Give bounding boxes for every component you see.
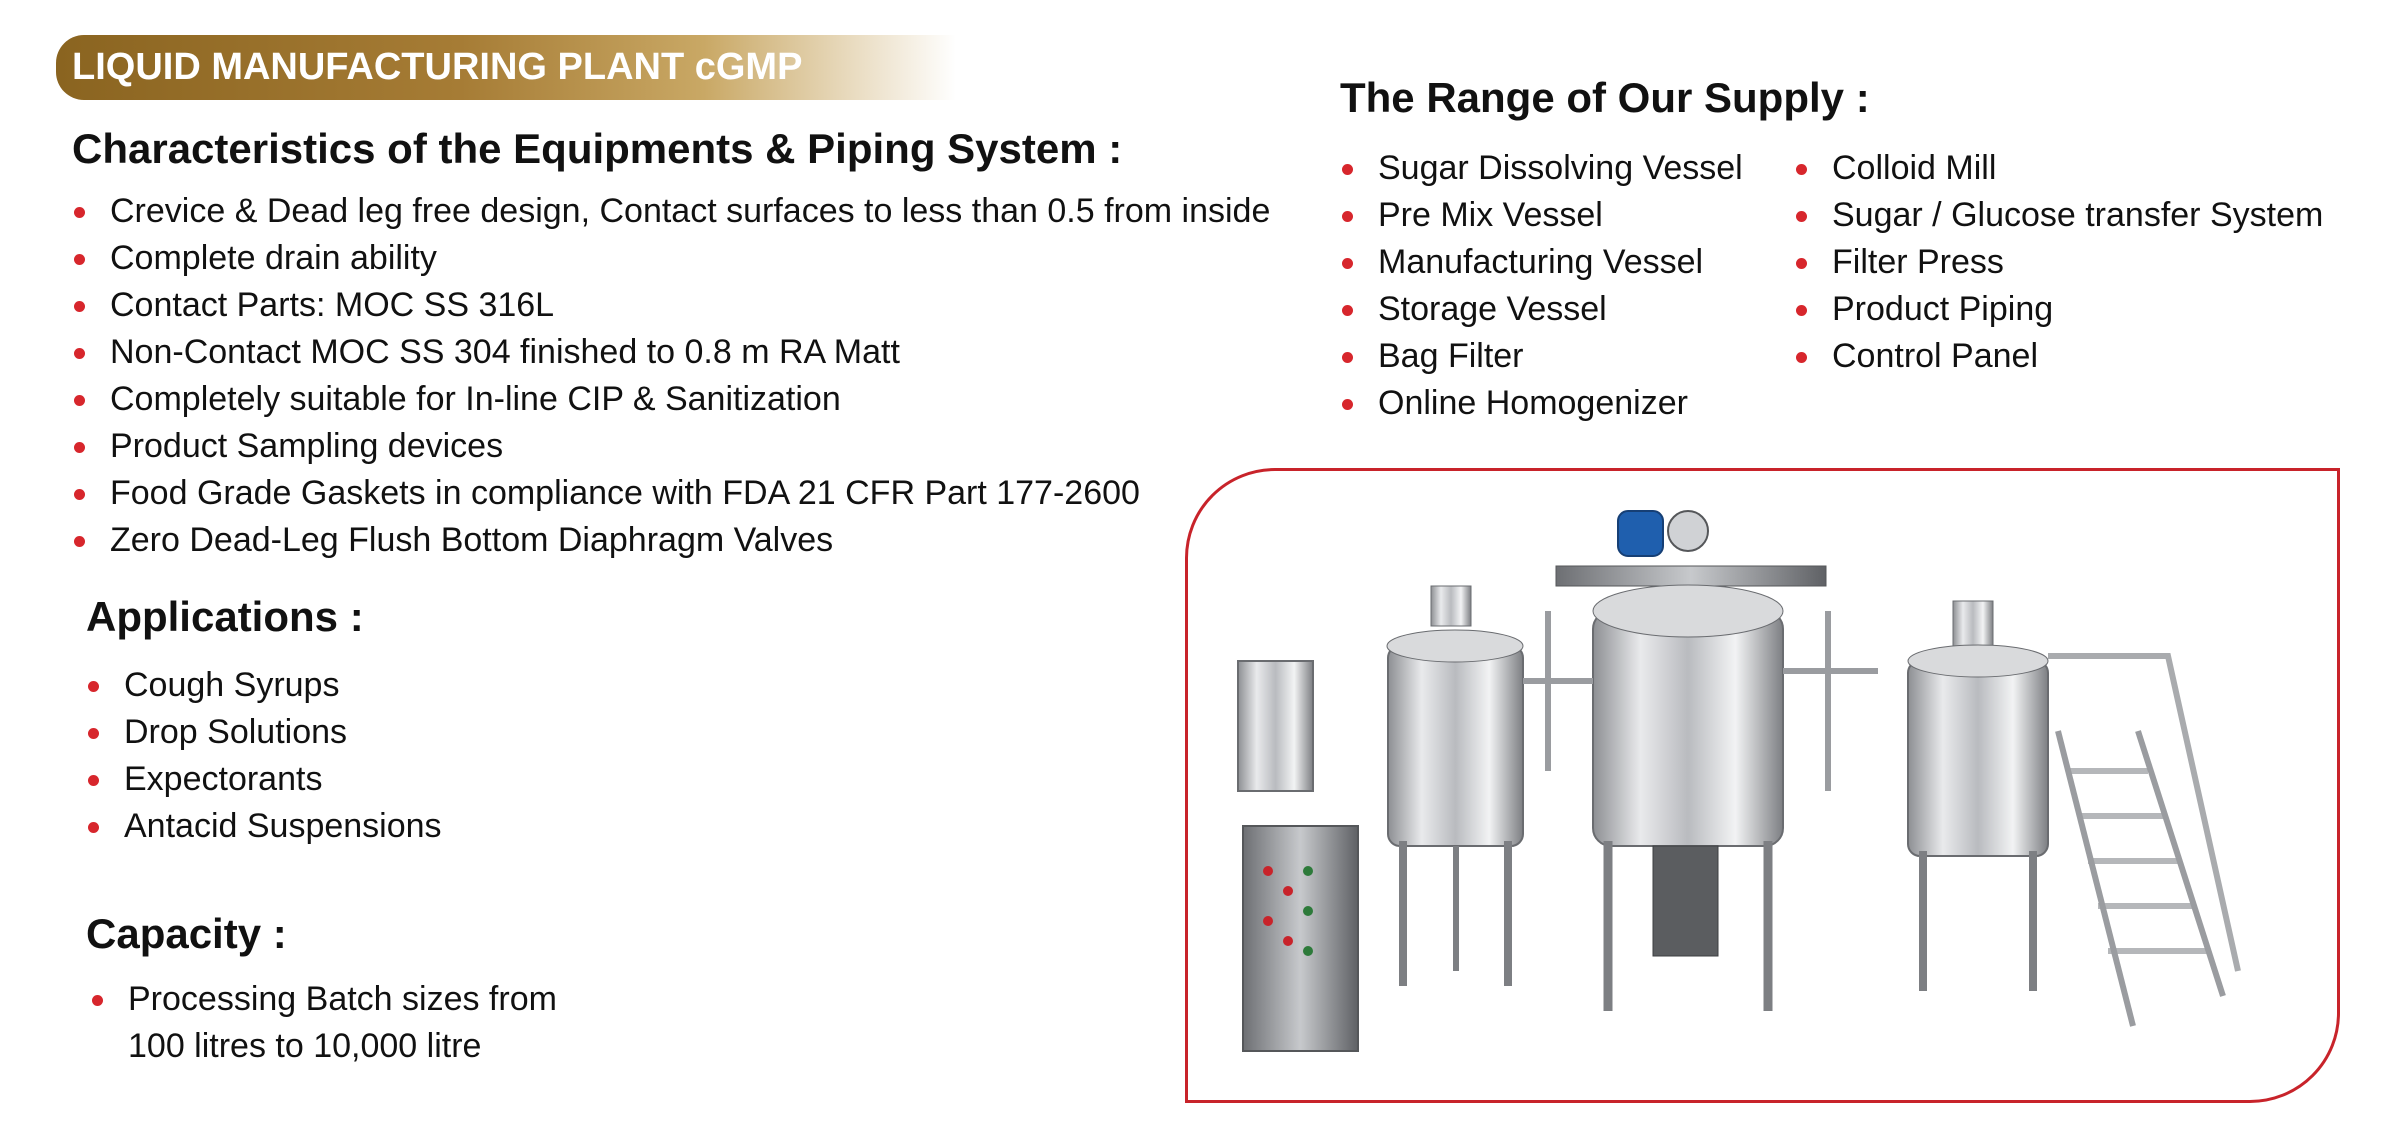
list-item: Antacid Suspensions (84, 803, 442, 850)
list-item: Product Piping (1792, 286, 2323, 333)
equipment-photo-frame (1185, 468, 2340, 1103)
applications-heading: Applications : (86, 593, 364, 640)
bullet-dot (1796, 305, 1807, 316)
list-item: Zero Dead-Leg Flush Bottom Diaphragm Val… (70, 517, 1270, 564)
bullet-dot (88, 775, 99, 786)
bullet-dot (1342, 164, 1353, 175)
banner-title: LIQUID MANUFACTURING PLANT cGMP (72, 46, 803, 88)
bullet-dot (1342, 258, 1353, 269)
list-item: Contact Parts: MOC SS 316L (70, 282, 1270, 329)
characteristics-list: Crevice & Dead leg free design, Contact … (70, 188, 1270, 564)
list-item: Expectorants (84, 756, 442, 803)
applications-list: Cough Syrups Drop Solutions Expectorants… (84, 662, 442, 850)
characteristics-heading: Characteristics of the Equipments & Pipi… (72, 125, 1123, 172)
list-item: Colloid Mill (1792, 145, 2323, 192)
list-item: Control Panel (1792, 333, 2323, 380)
bullet-dot (74, 254, 85, 265)
list-item: Pre Mix Vessel (1338, 192, 1743, 239)
list-item: Storage Vessel (1338, 286, 1743, 333)
list-item: Cough Syrups (84, 662, 442, 709)
capacity-heading: Capacity : (86, 910, 287, 957)
bullet-dot (1796, 211, 1807, 222)
list-item: Non-Contact MOC SS 304 finished to 0.8 m… (70, 329, 1270, 376)
equipment-illustration (1237, 510, 2241, 1052)
list-item: Crevice & Dead leg free design, Contact … (70, 188, 1270, 235)
bullet-dot (88, 822, 99, 833)
bullet-dot (74, 536, 85, 547)
bullet-dot (1342, 211, 1353, 222)
bullet-dot (74, 348, 85, 359)
supply-heading: The Range of Our Supply : (1340, 74, 1870, 121)
list-item: Product Sampling devices (70, 423, 1270, 470)
bullet-dot (1796, 352, 1807, 363)
bullet-dot (88, 728, 99, 739)
bullet-dot (1342, 399, 1353, 410)
list-item: Food Grade Gaskets in compliance with FD… (70, 470, 1270, 517)
bullet-dot (1342, 305, 1353, 316)
list-item: Manufacturing Vessel (1338, 239, 1743, 286)
bullet-dot (74, 442, 85, 453)
bullet-dot (92, 995, 103, 1006)
title-banner: LIQUID MANUFACTURING PLANT cGMP (56, 35, 956, 100)
bullet-dot (88, 681, 99, 692)
list-item: Sugar Dissolving Vessel (1338, 145, 1743, 192)
bullet-dot (1342, 352, 1353, 363)
bullet-dot (74, 301, 85, 312)
bullet-dot (1796, 258, 1807, 269)
list-item: Drop Solutions (84, 709, 442, 756)
list-item: Bag Filter (1338, 333, 1743, 380)
bullet-dot (74, 395, 85, 406)
bullet-dot (74, 489, 85, 500)
supply-list-col1: Sugar Dissolving Vessel Pre Mix Vessel M… (1338, 145, 1743, 427)
list-item: Complete drain ability (70, 235, 1270, 282)
list-item: Filter Press (1792, 239, 2323, 286)
bullet-dot (74, 207, 85, 218)
list-item: Sugar / Glucose transfer System (1792, 192, 2323, 239)
list-item: Online Homogenizer (1338, 380, 1743, 427)
list-item: Completely suitable for In-line CIP & Sa… (70, 376, 1270, 423)
bullet-dot (1796, 164, 1807, 175)
supply-list-col2: Colloid Mill Sugar / Glucose transfer Sy… (1792, 145, 2323, 380)
